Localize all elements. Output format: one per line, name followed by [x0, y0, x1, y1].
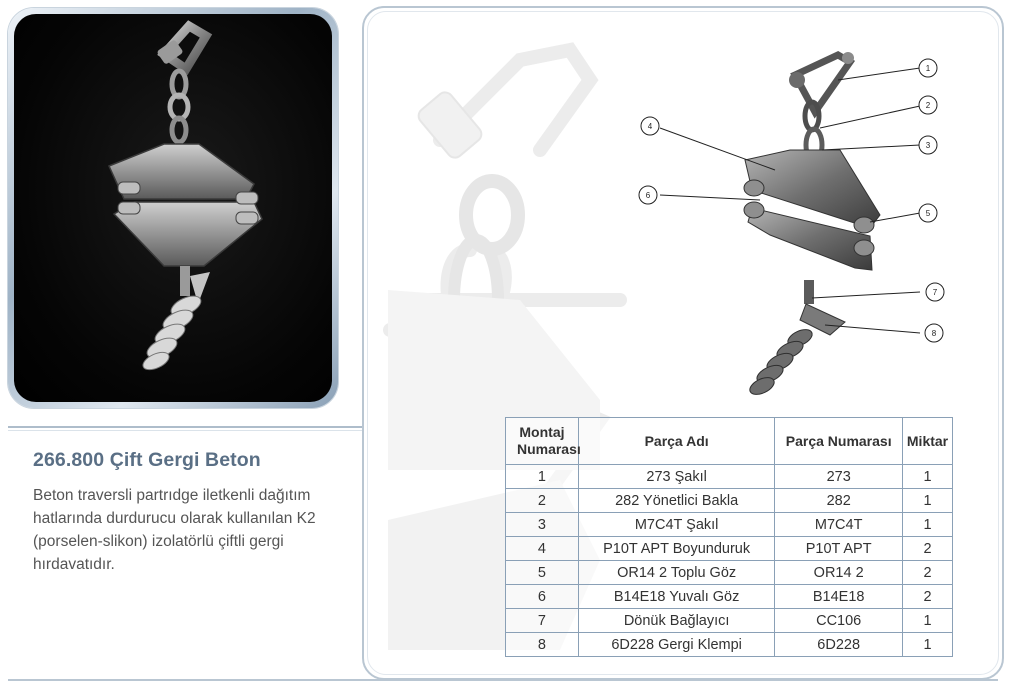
- product-description: Beton traversli partrıdge iletkenli dağı…: [33, 487, 316, 573]
- cell-parca-numarasi: CC106: [774, 608, 904, 633]
- callout-2: [918, 95, 938, 115]
- divider: [8, 430, 368, 431]
- callout-label-7: 7: [933, 288, 938, 297]
- header-montaj: Montaj Numarası: [505, 417, 581, 465]
- cell-montaj-no: 8: [505, 632, 579, 657]
- cell-parca-numarasi: B14E18: [774, 584, 904, 609]
- cell-miktar: 1: [902, 608, 953, 633]
- cell-miktar: 1: [902, 512, 953, 537]
- cell-parca-adi: OR14 2 Toplu Göz: [577, 560, 776, 585]
- cell-parca-adi: M7C4T Şakıl: [577, 512, 776, 537]
- cell-parca-numarasi: 273: [774, 464, 904, 489]
- cell-parca-adi: 273 Şakıl: [577, 464, 776, 489]
- callout-7: [925, 282, 945, 302]
- header-parca-numarasi: Parça Numarası: [774, 417, 904, 465]
- cell-parca-numarasi: 6D228: [774, 632, 904, 657]
- cell-montaj-no: 4: [505, 536, 579, 561]
- callout-6: [638, 185, 658, 205]
- table-header-row: Montaj Numarası Parça Adı Parça Numarası…: [505, 417, 953, 465]
- cell-parca-numarasi: P10T APT: [774, 536, 904, 561]
- product-photo: [14, 14, 332, 402]
- product-title: 266.800 Çift Gergi Beton: [33, 449, 261, 471]
- cell-parca-adi: 282 Yönetlici Bakla: [577, 488, 776, 513]
- cell-parca-adi: 6D228 Gergi Klempi: [577, 632, 776, 657]
- cell-miktar: 1: [902, 632, 953, 657]
- cell-parca-numarasi: M7C4T: [774, 512, 904, 537]
- cell-miktar: 1: [902, 464, 953, 489]
- cell-miktar: 2: [902, 584, 953, 609]
- cell-parca-numarasi: OR14 2: [774, 560, 904, 585]
- callout-3: [918, 135, 938, 155]
- cell-montaj-no: 2: [505, 488, 579, 513]
- divider: [8, 426, 368, 428]
- parts-table: Montaj Numarası Parça Adı Parça Numarası…: [505, 417, 953, 657]
- callout-label-8: 8: [932, 329, 937, 338]
- callout-4: [640, 116, 660, 136]
- callout-1: [918, 58, 938, 78]
- callout-label-4: 4: [648, 122, 653, 131]
- callout-label-2: 2: [926, 101, 931, 110]
- cell-miktar: 1: [902, 488, 953, 513]
- callout-8: [924, 323, 944, 343]
- cell-montaj-no: 6: [505, 584, 579, 609]
- cell-montaj-no: 1: [505, 464, 579, 489]
- cell-montaj-no: 7: [505, 608, 579, 633]
- callout-label-5: 5: [926, 209, 931, 218]
- cell-parca-adi: Dönük Bağlayıcı: [577, 608, 776, 633]
- header-parca-adi: Parça Adı: [577, 417, 776, 465]
- cell-montaj-no: 3: [505, 512, 579, 537]
- header-miktar: Miktar: [902, 417, 953, 465]
- cell-miktar: 2: [902, 560, 953, 585]
- cell-parca-adi: P10T APT Boyunduruk: [577, 536, 776, 561]
- callout-label-6: 6: [646, 191, 651, 200]
- cell-miktar: 2: [902, 536, 953, 561]
- callout-5: [918, 203, 938, 223]
- divider: [8, 679, 998, 681]
- cell-parca-adi: B14E18 Yuvalı Göz: [577, 584, 776, 609]
- cell-parca-numarasi: 282: [774, 488, 904, 513]
- callout-label-3: 3: [926, 141, 931, 150]
- cell-montaj-no: 5: [505, 560, 579, 585]
- callout-label-1: 1: [926, 64, 931, 73]
